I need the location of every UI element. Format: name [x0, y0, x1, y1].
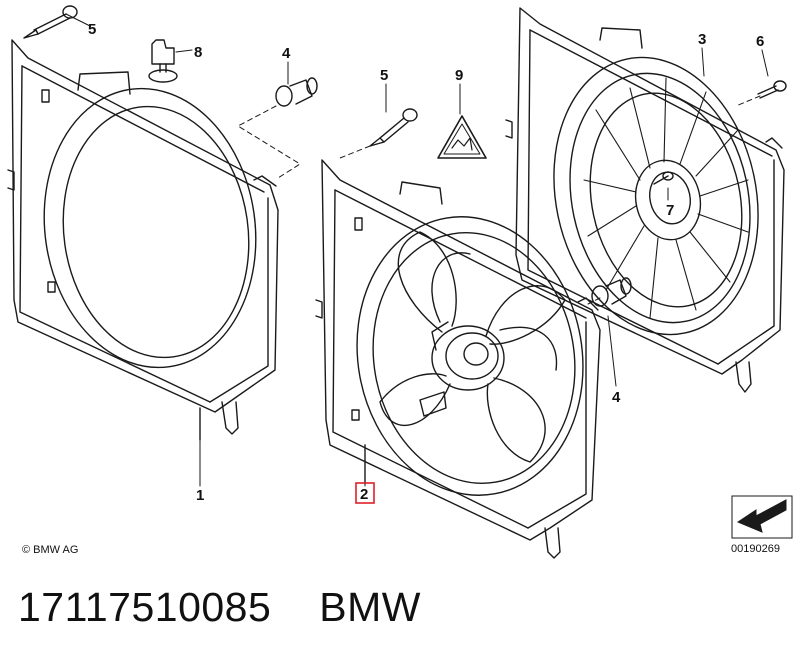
callout-2: 2 — [360, 486, 368, 503]
callout-5-center: 5 — [380, 67, 388, 84]
callout-5-top: 5 — [88, 21, 96, 38]
callout-7: 7 — [666, 202, 674, 219]
callout-6: 6 — [756, 33, 764, 50]
clip-part-8 — [148, 39, 178, 83]
arrow-icon — [736, 499, 787, 533]
shroud-with-grille-part-3 — [505, 7, 785, 393]
warning-label-part-9 — [437, 115, 487, 159]
screw-part-6 — [757, 80, 787, 99]
part-number: 17117510085 — [18, 584, 272, 630]
copyright-text: © BMW AG — [22, 544, 78, 556]
callout-9: 9 — [455, 67, 463, 84]
exploded-parts-diagram: 5 8 4 5 9 3 6 7 4 1 2 © BMW AG 00190269 — [7, 5, 793, 559]
expansion-rivet-part-4-top — [275, 77, 318, 107]
fan-shroud-part-1 — [7, 39, 279, 441]
callout-1: 1 — [196, 487, 204, 504]
part-caption: 17117510085 BMW — [18, 584, 421, 631]
callout-2-highlight-box — [355, 482, 375, 504]
callout-8: 8 — [194, 44, 202, 61]
callout-4-right: 4 — [612, 389, 621, 406]
callout-3: 3 — [698, 31, 706, 48]
diagram-reference-badge: 00190269 — [731, 495, 793, 555]
screw-part-5-top — [23, 5, 78, 39]
screw-part-5-center — [369, 108, 418, 147]
reference-number: 00190269 — [731, 543, 780, 555]
brand-name: BMW — [319, 584, 421, 630]
expansion-rivet-part-4-right — [591, 277, 632, 307]
screw-part-7 — [653, 171, 674, 185]
callout-4-top: 4 — [282, 45, 291, 62]
